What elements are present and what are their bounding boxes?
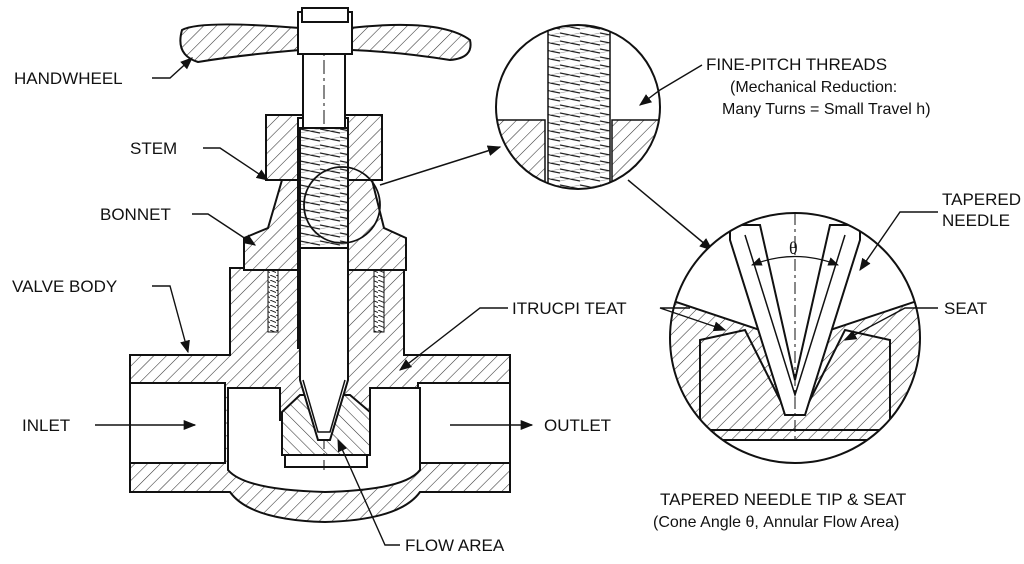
detail-caption-1: TAPERED NEEDLE TIP & SEAT: [660, 490, 906, 509]
threads-note-2: Many Turns = Small Travel h): [722, 101, 931, 118]
stem: [299, 10, 349, 470]
thread-detail-marker: [303, 166, 381, 244]
flow-area-label: FLOW AREA: [405, 536, 505, 555]
threads-note-1: (Mechanical Reduction:: [730, 79, 897, 96]
thread-detail: [495, 24, 714, 251]
handwheel-label: HANDWHEEL: [14, 69, 123, 88]
theta-symbol: θ: [789, 238, 798, 258]
handwheel: [179, 7, 472, 64]
outlet-label: OUTLET: [544, 416, 611, 435]
tapered-needle-label-1: TAPERED: [942, 190, 1021, 209]
detail-caption-2: (Cone Angle θ, Annular Flow Area): [653, 514, 899, 531]
leader-lines: [152, 57, 938, 546]
seat-main-label: ITRUCPI TEAT: [512, 299, 627, 318]
bonnet-label: BONNET: [100, 205, 171, 224]
threads-title: FINE-PITCH THREADS: [706, 55, 887, 74]
valve-body-label: VALVE BODY: [12, 277, 117, 296]
inlet-label: INLET: [22, 416, 70, 435]
seat-detail-label: SEAT: [944, 299, 987, 318]
tapered-needle-label-2: NEEDLE: [942, 211, 1010, 230]
stem-label: STEM: [130, 139, 177, 158]
needle-seat-detail: [669, 212, 921, 464]
